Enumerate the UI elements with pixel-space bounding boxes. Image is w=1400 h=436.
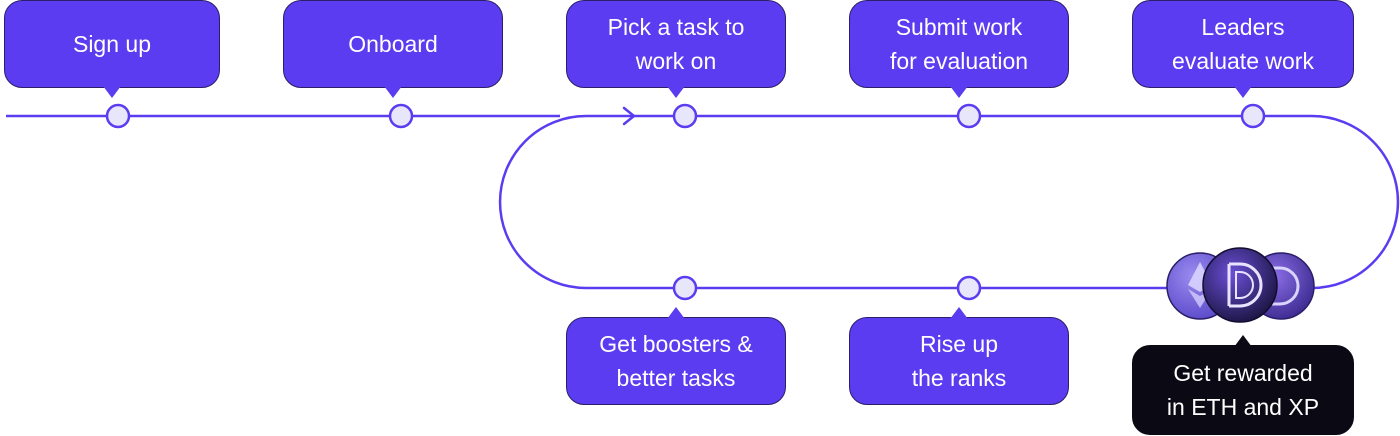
bubble-tail	[950, 307, 968, 319]
bubble-tail	[1234, 86, 1252, 98]
step-label: Leaders evaluate work	[1172, 14, 1314, 74]
step-label: Submit work for evaluation	[889, 14, 1029, 74]
node-rise-up	[956, 275, 982, 301]
bubble-tail	[1234, 335, 1252, 347]
step-label: Rise up the ranks	[911, 331, 1007, 391]
step-leaders-evaluate: Leaders evaluate work	[1132, 0, 1354, 98]
step-label: Get rewarded in ETH and XP	[1166, 360, 1320, 420]
bubble-tail	[103, 86, 121, 98]
node-submit-work	[956, 103, 982, 129]
step-label: Onboard	[348, 31, 438, 57]
step-label: Get boosters & better tasks	[599, 331, 753, 391]
direction-arrow-icon	[622, 106, 636, 126]
step-boosters: Get boosters & better tasks	[566, 307, 786, 405]
node-onboard	[388, 103, 414, 129]
step-sign-up: Sign up	[4, 0, 220, 98]
step-label: Pick a task to work on	[607, 14, 745, 74]
node-pick-task	[672, 103, 698, 129]
step-pick-task: Pick a task to work on	[566, 0, 786, 98]
bubble-tail	[667, 307, 685, 319]
d-token-icon-center	[1202, 247, 1278, 323]
step-get-rewarded: Get rewarded in ETH and XP	[1132, 335, 1354, 435]
step-label: Sign up	[72, 31, 151, 57]
bubble-tail	[950, 86, 968, 98]
node-boosters	[672, 275, 698, 301]
node-sign-up	[105, 103, 131, 129]
step-onboard: Onboard	[283, 0, 503, 98]
node-leaders-evaluate	[1240, 103, 1266, 129]
step-rise-up: Rise up the ranks	[849, 307, 1069, 405]
step-submit-work: Submit work for evaluation	[849, 0, 1069, 98]
bubble-tail	[384, 86, 402, 98]
bubble-tail	[667, 86, 685, 98]
